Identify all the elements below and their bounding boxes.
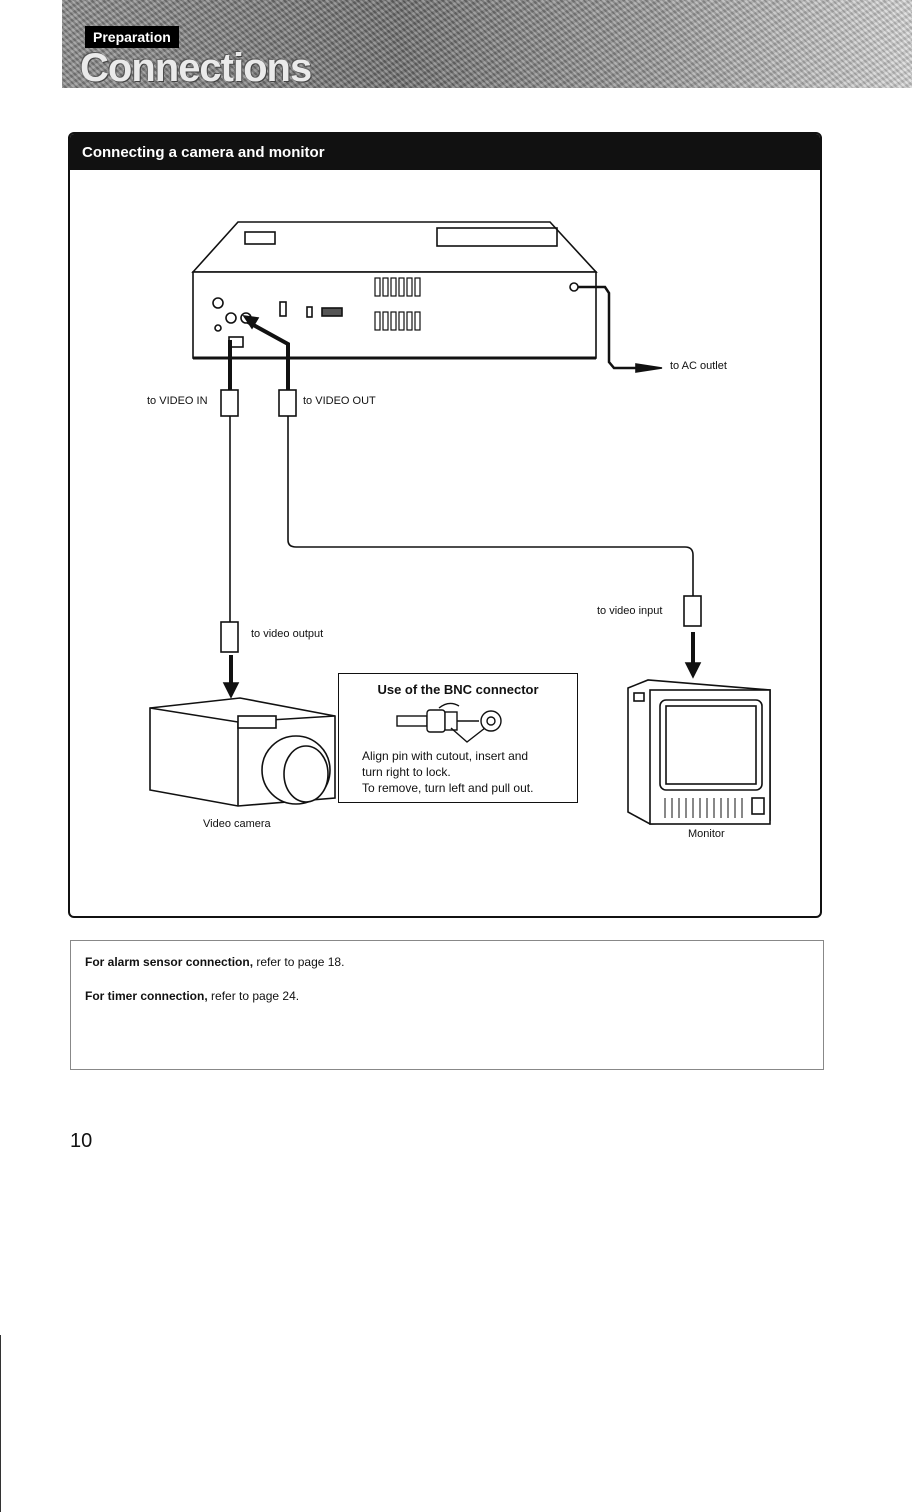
bnc-title: Use of the BNC connector	[377, 682, 539, 697]
panel-title: Connecting a camera and monitor	[70, 134, 820, 170]
label-video-out: to VIDEO OUT	[303, 395, 376, 407]
note-timer-bold: For timer connection,	[85, 989, 208, 1003]
bnc-line-2: turn right to lock.	[362, 765, 451, 779]
label-monitor: Monitor	[688, 828, 725, 840]
bnc-line-1: Align pin with cutout, insert and	[362, 749, 529, 763]
note-alarm: For alarm sensor connection, refer to pa…	[85, 955, 344, 969]
vcr-unit-icon	[191, 221, 598, 360]
note-timer-ref: refer to page 24.	[207, 989, 300, 1003]
video-camera-icon	[149, 697, 336, 807]
page-number: 10	[70, 1130, 93, 1152]
label-ac-outlet: to AC outlet	[670, 360, 727, 372]
bnc-line-3: To remove, turn left and pull out.	[362, 781, 534, 795]
bnc-connector-icon	[396, 702, 502, 743]
scan-edge-line	[0, 1335, 1, 1512]
notes-box: For alarm sensor connection, refer to pa…	[70, 940, 824, 1070]
bnc-connector-box: Use of the BNC connector Align pin with …	[338, 673, 578, 803]
bnc-instructions: Align pin with cutout, insert and turn r…	[362, 748, 533, 796]
header-banner	[62, 0, 912, 88]
page-title: Connections	[80, 46, 312, 90]
label-video-camera: Video camera	[203, 818, 271, 830]
label-video-in: to VIDEO IN	[147, 395, 208, 407]
label-video-input: to video input	[597, 605, 663, 617]
section-tag: Preparation	[85, 26, 179, 48]
label-video-output: to video output	[251, 628, 324, 640]
connection-panel: Connecting a camera and monitor	[68, 132, 822, 918]
note-timer: For timer connection, refer to page 24.	[85, 989, 299, 1003]
monitor-icon	[627, 679, 771, 825]
note-alarm-bold: For alarm sensor connection,	[85, 955, 254, 969]
note-alarm-ref: refer to page 18.	[253, 955, 345, 969]
